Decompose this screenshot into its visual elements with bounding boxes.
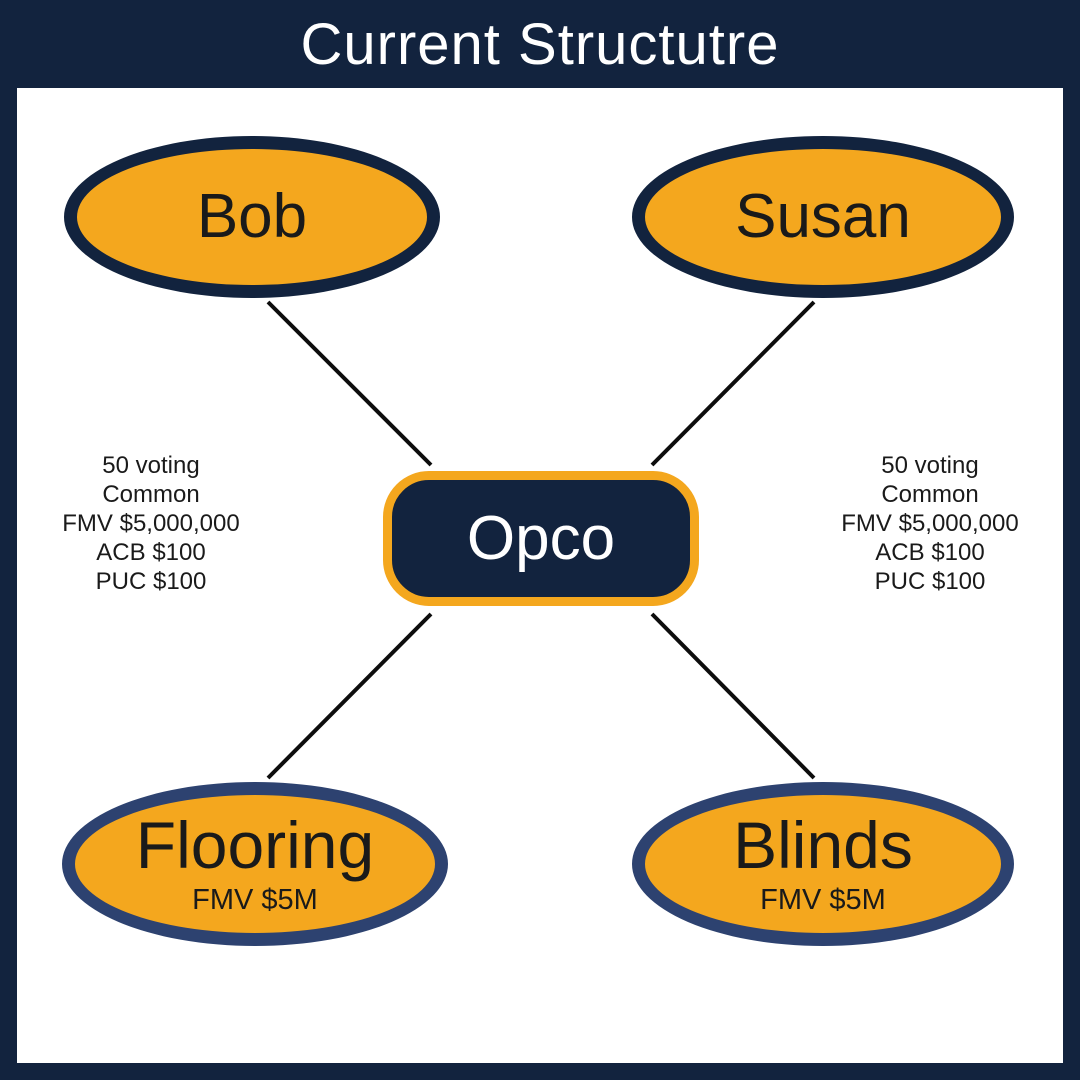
node-susan-label: Susan [735, 182, 911, 252]
node-flooring-fmv: FMV $5M [192, 883, 318, 916]
node-blinds-fmv: FMV $5M [760, 883, 886, 916]
node-susan: Susan [632, 136, 1014, 298]
node-bob-label: Bob [196, 182, 308, 252]
share-details-right-line: PUC $100 [874, 568, 986, 595]
page-title: Current Structutre [300, 11, 780, 77]
node-blinds-label: Blinds [733, 808, 913, 883]
share-details-right: 50 voting Common FMV $5,000,000 ACB $100… [800, 451, 1060, 596]
share-details-left-line: ACB $100 [96, 539, 206, 566]
node-bob: Bob [64, 136, 440, 298]
share-details-left-line: FMV $5,000,000 [62, 510, 240, 537]
node-flooring: Flooring FMV $5M [62, 782, 448, 946]
share-details-left-line: 50 voting [102, 452, 200, 479]
share-details-left-line: PUC $100 [95, 568, 207, 595]
title-banner: Current Structutre [0, 0, 1080, 88]
node-blinds: Blinds FMV $5M [632, 782, 1014, 946]
share-details-right-line: Common [881, 481, 979, 508]
share-details-left-line: Common [102, 481, 200, 508]
node-opco: Opco [383, 471, 699, 606]
node-opco-label: Opco [466, 503, 616, 573]
share-details-right-line: ACB $100 [875, 539, 985, 566]
node-flooring-label: Flooring [135, 808, 375, 883]
share-details-right-line: FMV $5,000,000 [841, 510, 1019, 537]
share-details-right-line: 50 voting [881, 452, 979, 479]
share-details-left: 50 voting Common FMV $5,000,000 ACB $100… [21, 451, 281, 596]
